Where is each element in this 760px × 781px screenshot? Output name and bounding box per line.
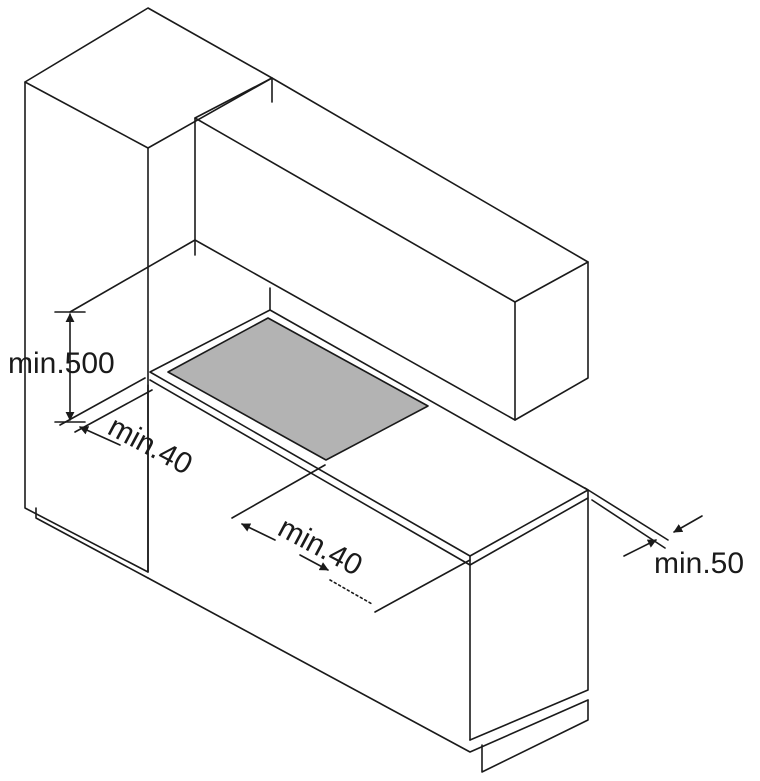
front-dim-arrow-right <box>299 554 329 571</box>
dimension-left-side-clearance: min.40 <box>59 377 198 481</box>
wall-cabinet <box>194 77 589 421</box>
height-clearance-label: min.500 <box>8 347 115 380</box>
dimension-back-clearance: min.50 <box>584 487 744 580</box>
left-side-clearance-label: min.40 <box>103 410 198 481</box>
base-cabinet <box>147 384 589 773</box>
back-dim-arrow-lower <box>623 539 657 557</box>
left-side-dim-arrow <box>79 426 121 446</box>
front-clearance-label: min.40 <box>273 511 368 582</box>
back-wall <box>69 239 271 313</box>
back-clearance-label: min.50 <box>654 547 744 580</box>
back-dim-arrow-upper <box>673 515 703 533</box>
dimension-height-clearance: min.500 <box>8 311 115 423</box>
front-dim-arrow <box>241 523 276 541</box>
hob <box>167 317 429 461</box>
